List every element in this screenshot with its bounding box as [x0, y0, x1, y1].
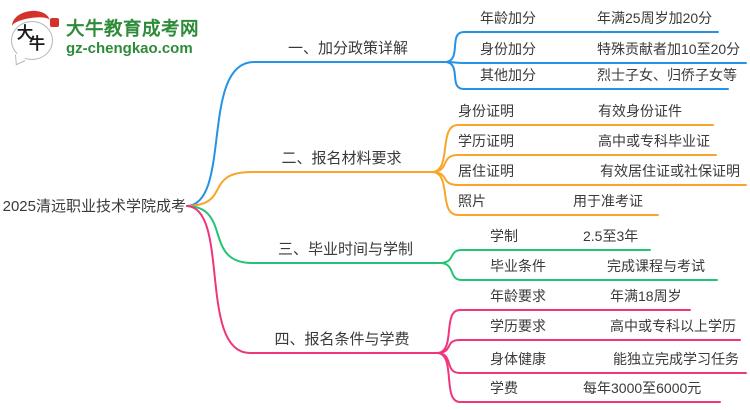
site-name: 大牛教育成考网 [66, 18, 200, 39]
leaf-key[interactable]: 其他加分 [480, 67, 536, 83]
leaf-value[interactable]: 年满18周岁 [610, 288, 682, 304]
leaf-value[interactable]: 每年3000至6000元 [583, 380, 702, 396]
leaf-key[interactable]: 学历要求 [490, 318, 546, 334]
branch3-title[interactable]: 三、毕业时间与学制 [277, 241, 413, 258]
leaf-key[interactable]: 年龄加分 [480, 10, 536, 26]
leaf-key[interactable]: 学制 [490, 228, 518, 244]
site-logo[interactable]: 大 牛 大牛教育成考网 gz-chengkao.com [8, 8, 200, 72]
leaf-value[interactable]: 能独立完成学习任务 [613, 351, 739, 367]
seal-icon [50, 18, 59, 27]
branch1-connector [445, 61, 747, 64]
leaf-value[interactable]: 高中或专科以上学历 [610, 318, 736, 334]
branch2-connector [432, 124, 714, 173]
logo-mark-char: 大 [17, 25, 34, 42]
branch4-connector [437, 339, 741, 354]
branch1-connector [445, 31, 719, 63]
leaf-key[interactable]: 学历证明 [458, 133, 514, 149]
logo-bubble-icon: 大 牛 [8, 8, 62, 72]
leaf-value[interactable]: 烈士子女、归侨子女等 [597, 67, 737, 83]
leaf-key[interactable]: 身体健康 [490, 351, 546, 367]
branch2-title[interactable]: 二、报名材料要求 [281, 150, 402, 167]
site-url: gz-chengkao.com [66, 40, 193, 57]
leaf-key[interactable]: 年龄要求 [490, 288, 546, 304]
leaf-key[interactable]: 学费 [490, 380, 518, 396]
leaf-value[interactable]: 有效居住证或社保证明 [600, 163, 740, 179]
branch4-line [186, 205, 439, 354]
leaf-key[interactable]: 身份证明 [458, 103, 514, 119]
branch3-connector [440, 262, 718, 281]
leaf-value[interactable]: 有效身份证件 [598, 103, 682, 119]
leaf-key[interactable]: 毕业条件 [490, 258, 546, 274]
leaf-key[interactable]: 照片 [458, 193, 486, 209]
leaf-value[interactable]: 特殊贡献者加10至20分 [597, 41, 741, 57]
center-topic[interactable]: 2025清远职业技术学院成考 [2, 198, 186, 215]
leaf-value[interactable]: 用于准考证 [573, 193, 643, 209]
leaf-value[interactable]: 高中或专科毕业证 [598, 133, 710, 149]
branch1-connector [445, 61, 729, 90]
leaf-value[interactable]: 2.5至3年 [583, 228, 639, 244]
logo-mark-char: 牛 [29, 36, 46, 53]
leaf-value[interactable]: 年满25周岁加20分 [597, 10, 713, 26]
branch4-title[interactable]: 四、报名条件与学费 [274, 331, 410, 348]
leaf-key[interactable]: 身份加分 [480, 41, 536, 57]
branch1-title[interactable]: 一、加分政策详解 [287, 40, 408, 57]
branch4-connector [437, 352, 721, 403]
branch2-line [186, 171, 434, 207]
branch3-line [186, 205, 442, 264]
branch2-connector [432, 154, 717, 173]
leaf-value[interactable]: 完成课程与考试 [607, 258, 705, 274]
branch3-connector [440, 249, 651, 264]
speech-bubble-tail [15, 50, 25, 66]
leaf-key[interactable]: 居住证明 [458, 163, 514, 179]
branch1-line [186, 61, 447, 207]
branch2-connector [432, 171, 659, 216]
branch4-connector [437, 309, 691, 354]
